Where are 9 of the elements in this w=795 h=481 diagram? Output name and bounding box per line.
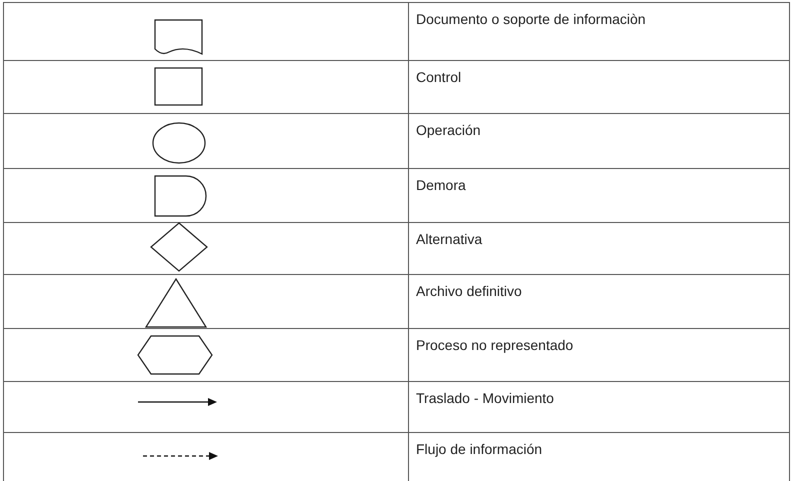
legend-label: Archivo definitivo [416,283,522,299]
legend-label: Demora [416,177,466,193]
legend-label: Control [416,69,462,85]
legend-label: Documento o soporte de informaciòn [416,11,646,27]
legend-label: Traslado - Movimiento [416,390,554,406]
legend-label: Proceso no representado [416,337,574,353]
legend-label: Alternativa [416,231,482,247]
legend-label: Operación [416,122,481,138]
legend-label: Flujo de información [416,441,542,457]
